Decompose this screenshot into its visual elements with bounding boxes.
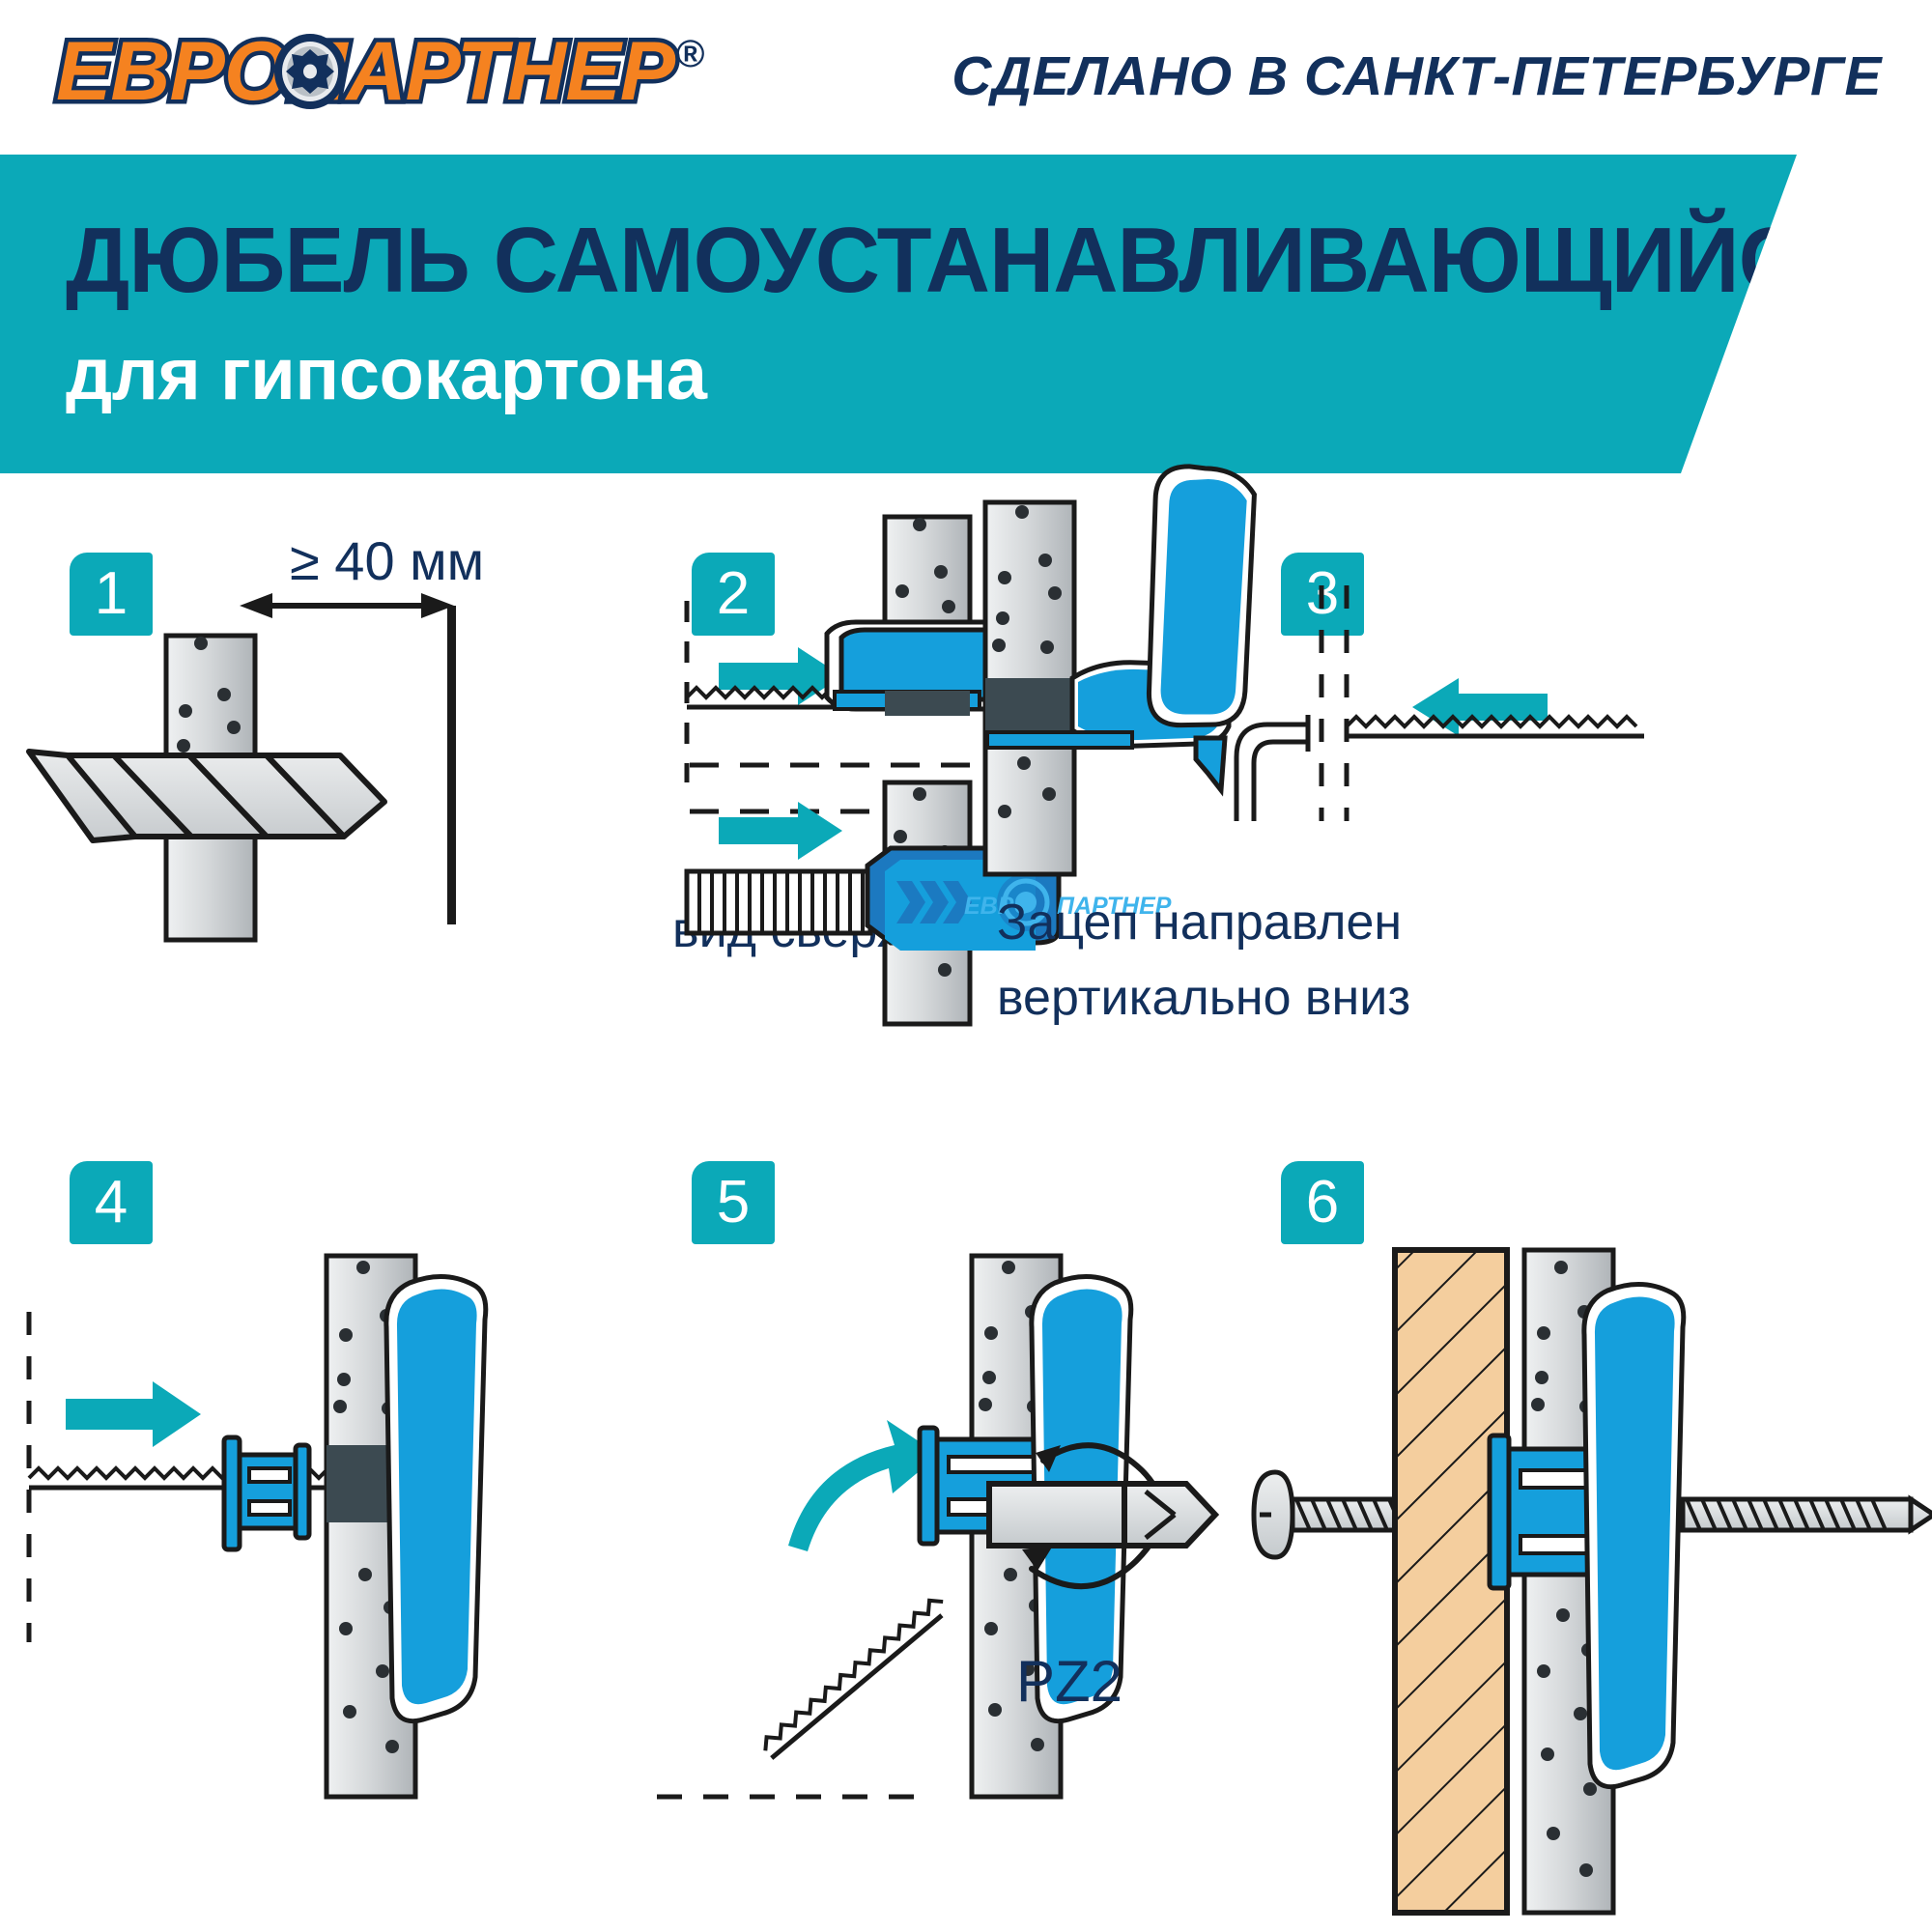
step-6-bit-label: PZ2 — [1016, 1649, 1123, 1714]
anchor-brand-text-left: ЕВРО — [964, 893, 1033, 920]
section-divider — [690, 762, 1034, 814]
screw-tail — [1680, 1494, 1932, 1535]
step-6-badge: 6 — [1281, 1161, 1364, 1244]
step-2-badge: 2 — [692, 553, 775, 636]
title-banner: ДЮБЕЛЬ САМОУСТАНАВЛИВАЮЩИЙСЯ для гипсока… — [0, 155, 1797, 473]
step-1-badge: 1 — [70, 553, 153, 636]
made-in-label: СДЕЛАНО В САНКТ-ПЕТЕРБУРГЕ — [952, 45, 1882, 107]
step-1-illustration — [0, 493, 643, 1130]
step-4-illustration — [0, 1253, 643, 1913]
brand-logo: ЕВРОПАРТНЕР — [51, 25, 679, 118]
instruction-steps: 1 ≥ 40 мм — [0, 464, 1932, 1932]
step-1: 1 ≥ 40 мм — [0, 493, 643, 1130]
step-4-badge: 4 — [70, 1161, 153, 1244]
anchor-body-behind-panel — [384, 1273, 489, 1724]
step-3-illustration — [968, 464, 1644, 898]
dimension-arrow — [240, 593, 454, 618]
centerline — [1319, 585, 1350, 821]
embossed-torx-icon — [997, 873, 1055, 931]
anchor-tilted-body — [1146, 464, 1257, 728]
step-3-caption-line1: Зацеп направлен — [997, 895, 1403, 951]
brand-logo-text: ЕВРОПАРТНЕР — [51, 25, 679, 118]
step-5-badge: 5 — [692, 1161, 775, 1244]
anchor-branded-body: ЕВРО ПАРТНЕР — [865, 845, 1172, 951]
anchor-brand-text-right: ПАРТНЕР — [1057, 893, 1172, 920]
step-4: 4 — [0, 1130, 643, 1932]
ribbed-sleeve — [684, 868, 873, 936]
page-title: ДЮБЕЛЬ САМОУСТАНАВЛИВАЮЩИЙСЯ — [66, 209, 1866, 312]
push-arrow — [66, 1381, 201, 1447]
drill-bit — [26, 749, 387, 843]
step-6: 6 PZ2 — [986, 1130, 1932, 1932]
step-3: 3 Зацеп направлен вертикально вниз — [982, 464, 1932, 1130]
page-subtitle: для гипсокартона — [66, 333, 707, 415]
step-3-caption-line2: вертикально вниз — [997, 970, 1411, 1026]
anchor-body-behind-panel — [1581, 1281, 1687, 1790]
screw-shank — [1345, 714, 1644, 739]
insert-arrow — [1412, 678, 1548, 736]
drywall-panel — [982, 499, 1077, 877]
registered-trademark-icon: ® — [676, 33, 705, 75]
step-1-dimension-label: ≥ 40 мм — [290, 530, 485, 591]
step-2: 2 вид сверху — [643, 493, 1287, 1130]
anchor-collapsed — [221, 1435, 312, 1552]
page-header: ЕВРОПАРТНЕР ® СДЕЛАНО В САНКТ-ПЕТЕРБУРГЕ — [0, 0, 1932, 155]
screw-removed — [763, 1598, 944, 1760]
bent-rod-tool — [1234, 715, 1311, 821]
step-2-illustration: ЕВРО ПАРТНЕР — [643, 493, 1287, 1034]
rotate-arrow — [788, 1420, 939, 1551]
step-6-illustration — [968, 1247, 1932, 1916]
push-arrow-lower — [719, 802, 842, 860]
reference-wall-line — [447, 606, 456, 924]
pz2-bit — [986, 1481, 1220, 1548]
torx-screw-head-icon — [274, 34, 346, 109]
